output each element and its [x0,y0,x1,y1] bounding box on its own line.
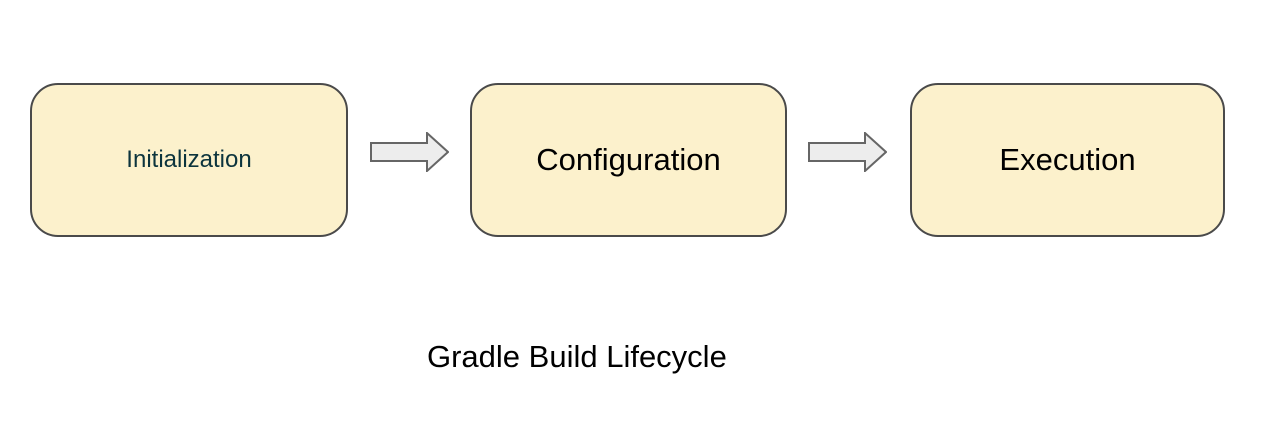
node-initialization: Initialization [30,83,348,237]
node-execution: Execution [910,83,1225,237]
node-configuration-label: Configuration [536,142,721,177]
right-block-arrow-icon [808,132,887,172]
node-configuration: Configuration [470,83,787,237]
node-execution-label: Execution [999,142,1136,177]
flow-arrow-initialization-to-configuration [370,132,449,172]
flow-arrow-configuration-to-execution [808,132,887,172]
node-initialization-label: Initialization [126,146,252,173]
diagram-title: Gradle Build Lifecycle [427,339,727,374]
right-block-arrow-icon [370,132,449,172]
